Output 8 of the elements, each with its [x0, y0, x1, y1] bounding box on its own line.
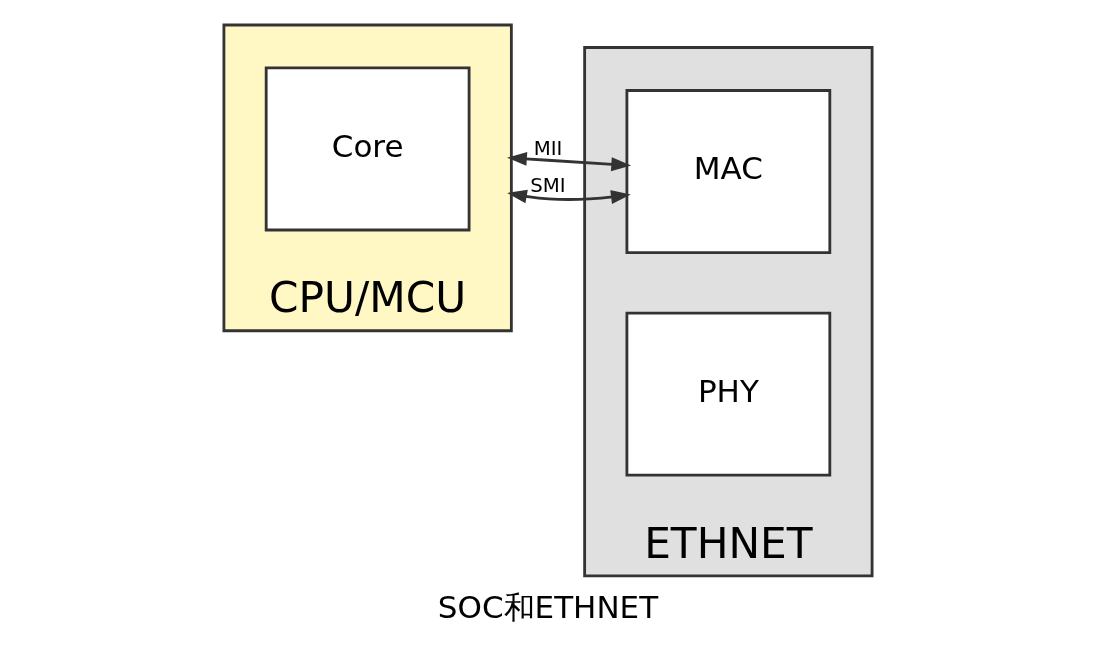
- arrow: [507, 152, 632, 172]
- edge-label: MII: [533, 136, 563, 160]
- node-box: PHY: [625, 311, 832, 477]
- edge-label: SMI: [530, 173, 566, 197]
- node-box: Core: [264, 66, 471, 232]
- node-box: MAC: [625, 89, 832, 254]
- caption: SOC和ETHNET: [437, 588, 659, 625]
- arrow: [507, 189, 631, 204]
